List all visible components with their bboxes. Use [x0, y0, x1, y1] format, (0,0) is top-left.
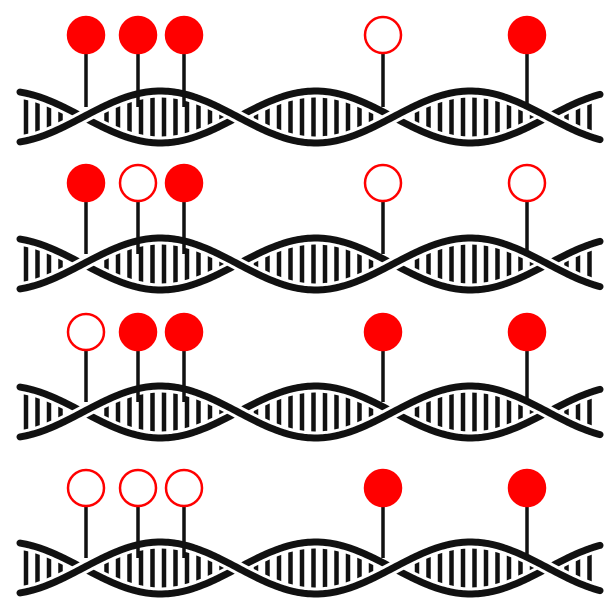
- methylated-site-marker: [509, 17, 545, 53]
- methylated-site-marker: [166, 314, 202, 350]
- dna-row-4: [20, 470, 600, 594]
- unmethylated-site-marker: [365, 165, 401, 201]
- methylated-site-marker: [509, 314, 545, 350]
- unmethylated-site-marker: [509, 165, 545, 201]
- dna-row-1: [20, 17, 600, 143]
- methylated-site-marker: [166, 165, 202, 201]
- unmethylated-site-marker: [120, 470, 156, 506]
- methylated-site-marker: [68, 17, 104, 53]
- unmethylated-site-marker: [365, 17, 401, 53]
- methylated-site-marker: [120, 314, 156, 350]
- unmethylated-site-marker: [120, 165, 156, 201]
- methylated-site-marker: [509, 470, 545, 506]
- dna-row-2: [20, 165, 600, 290]
- dna-row-3: [20, 314, 600, 438]
- methylated-site-marker: [166, 17, 202, 53]
- methylated-site-marker: [365, 314, 401, 350]
- methylated-site-marker: [365, 470, 401, 506]
- unmethylated-site-marker: [68, 470, 104, 506]
- unmethylated-site-marker: [166, 470, 202, 506]
- methylated-site-marker: [68, 165, 104, 201]
- methylated-site-marker: [120, 17, 156, 53]
- unmethylated-site-marker: [68, 314, 104, 350]
